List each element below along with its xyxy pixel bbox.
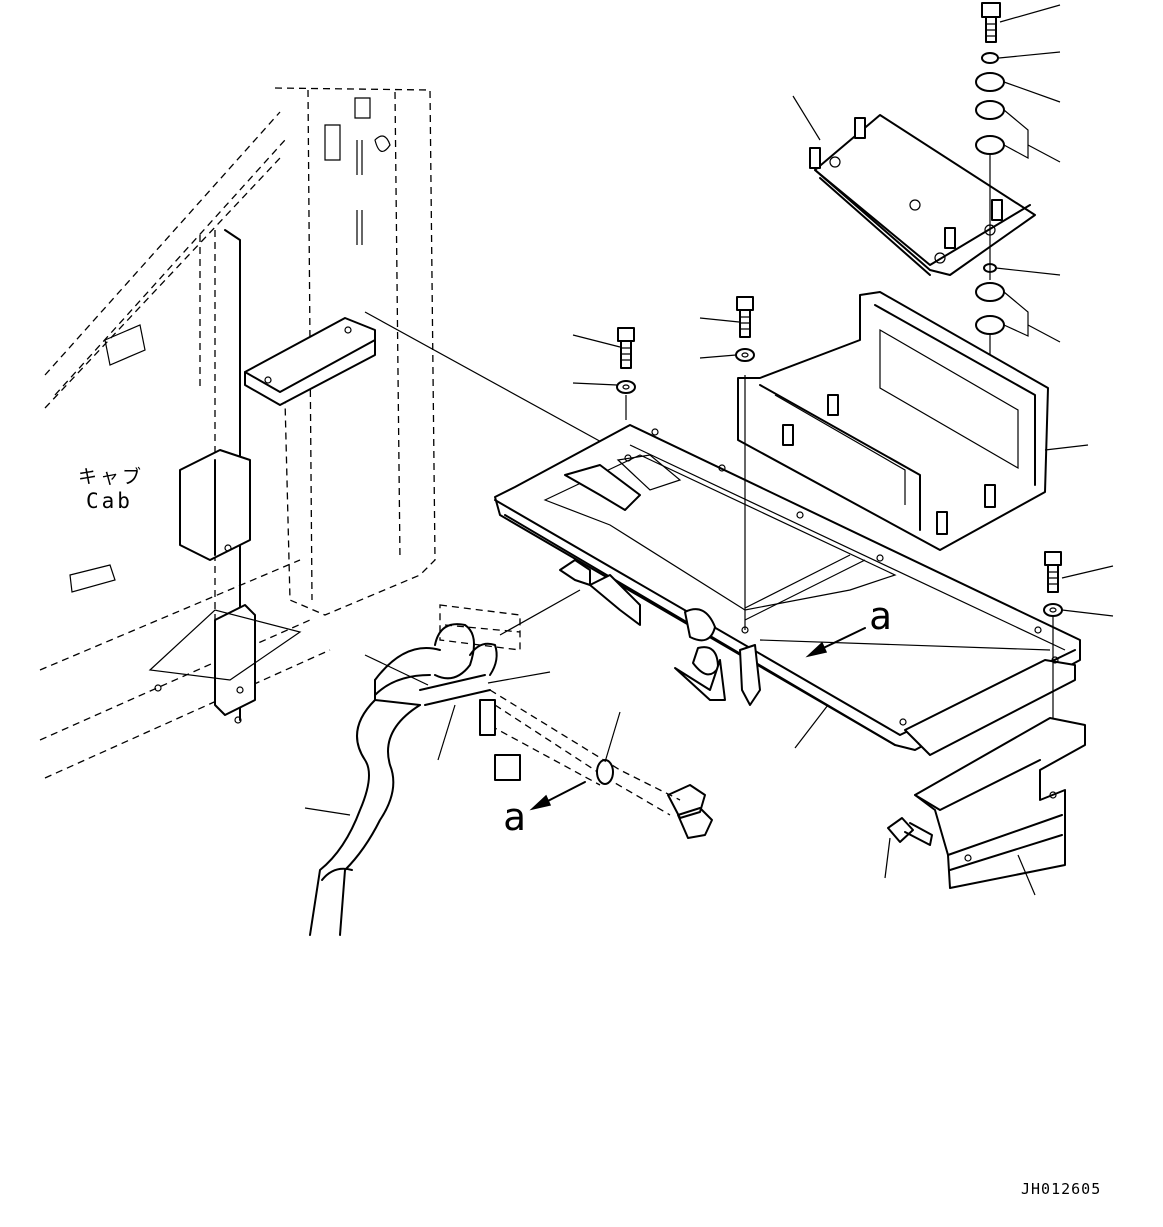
cover-plate <box>809 114 1036 276</box>
cab-label-jp: キャブ <box>78 466 145 488</box>
bolts <box>572 296 1114 718</box>
lower-bracket <box>884 717 1086 896</box>
view-arrow-label-a: a <box>869 594 892 638</box>
figure-id: JH012605 <box>1021 1180 1102 1198</box>
cab-structure <box>39 87 626 779</box>
main-frame <box>494 375 1081 756</box>
view-arrow-label-a-lower: a <box>503 795 526 839</box>
cover-leader <box>792 95 821 141</box>
hardware-stack <box>975 2 1061 488</box>
box-bracket <box>737 291 1089 551</box>
wiring-harness <box>304 589 713 936</box>
cab-label-en: Cab <box>86 489 133 513</box>
